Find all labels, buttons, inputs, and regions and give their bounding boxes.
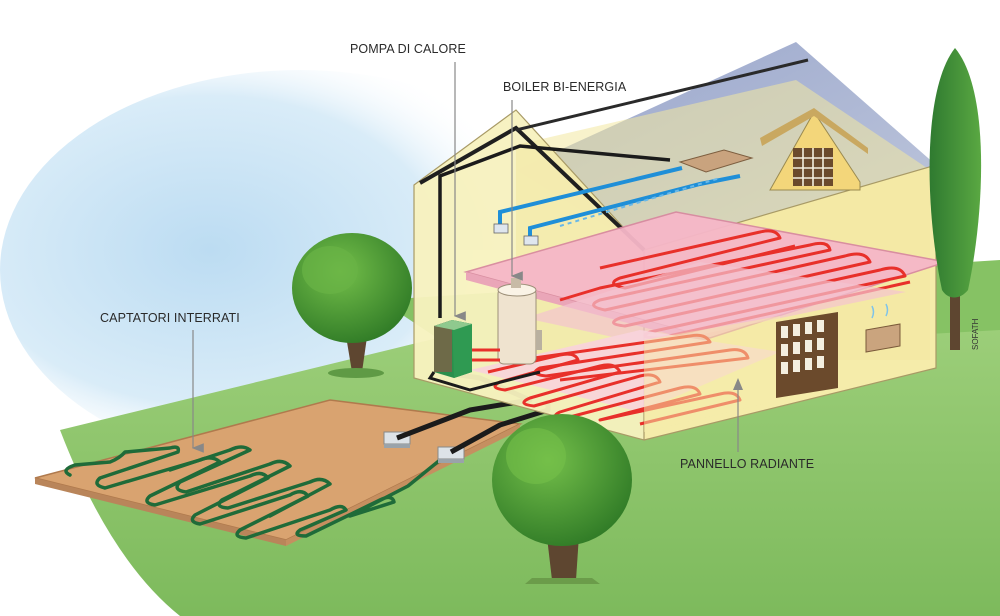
- heat-pump-unit: [434, 320, 472, 378]
- dormer-window: [760, 108, 868, 191]
- tree-front: [492, 414, 632, 584]
- label-heat-pump: POMPA DI CALORE: [350, 42, 466, 56]
- label-radiant-panel: PANNELLO RADIANTE: [680, 457, 814, 471]
- boiler-tank: [497, 278, 542, 365]
- ground-collector-pipe-2: [168, 445, 332, 518]
- tree-cypress: [929, 48, 982, 350]
- ground-collector-pipe: [64, 445, 442, 540]
- credit-text: SOFATH: [971, 318, 980, 350]
- boiler-connection-pipes: [472, 348, 500, 362]
- duct-vent-2: [523, 235, 539, 246]
- upper-floor-heating-pipe-2: [599, 229, 796, 290]
- air-duct-1: [498, 166, 683, 225]
- label-ground-collectors: CAPTATORI INTERRATI: [100, 311, 240, 325]
- radiant-panel-leader-arrow: [733, 378, 743, 390]
- tree-left: [292, 233, 412, 378]
- ground-floor-wall: [644, 316, 780, 432]
- attic-vent-unit: [678, 149, 754, 173]
- collector-field-edge: [35, 478, 286, 546]
- label-boiler: BOILER BI-ENERGIA: [503, 80, 627, 94]
- mid-floor-panel: [525, 262, 906, 345]
- roof-top-edge: [515, 58, 809, 132]
- duct-vent-1: [493, 223, 509, 234]
- front-door: [776, 312, 838, 398]
- riser-pipe: [438, 144, 671, 318]
- wall-radiator: [865, 303, 901, 353]
- air-duct-3: [559, 177, 721, 227]
- air-duct-2: [528, 174, 741, 240]
- heat-pump-base-pipes: [427, 370, 541, 392]
